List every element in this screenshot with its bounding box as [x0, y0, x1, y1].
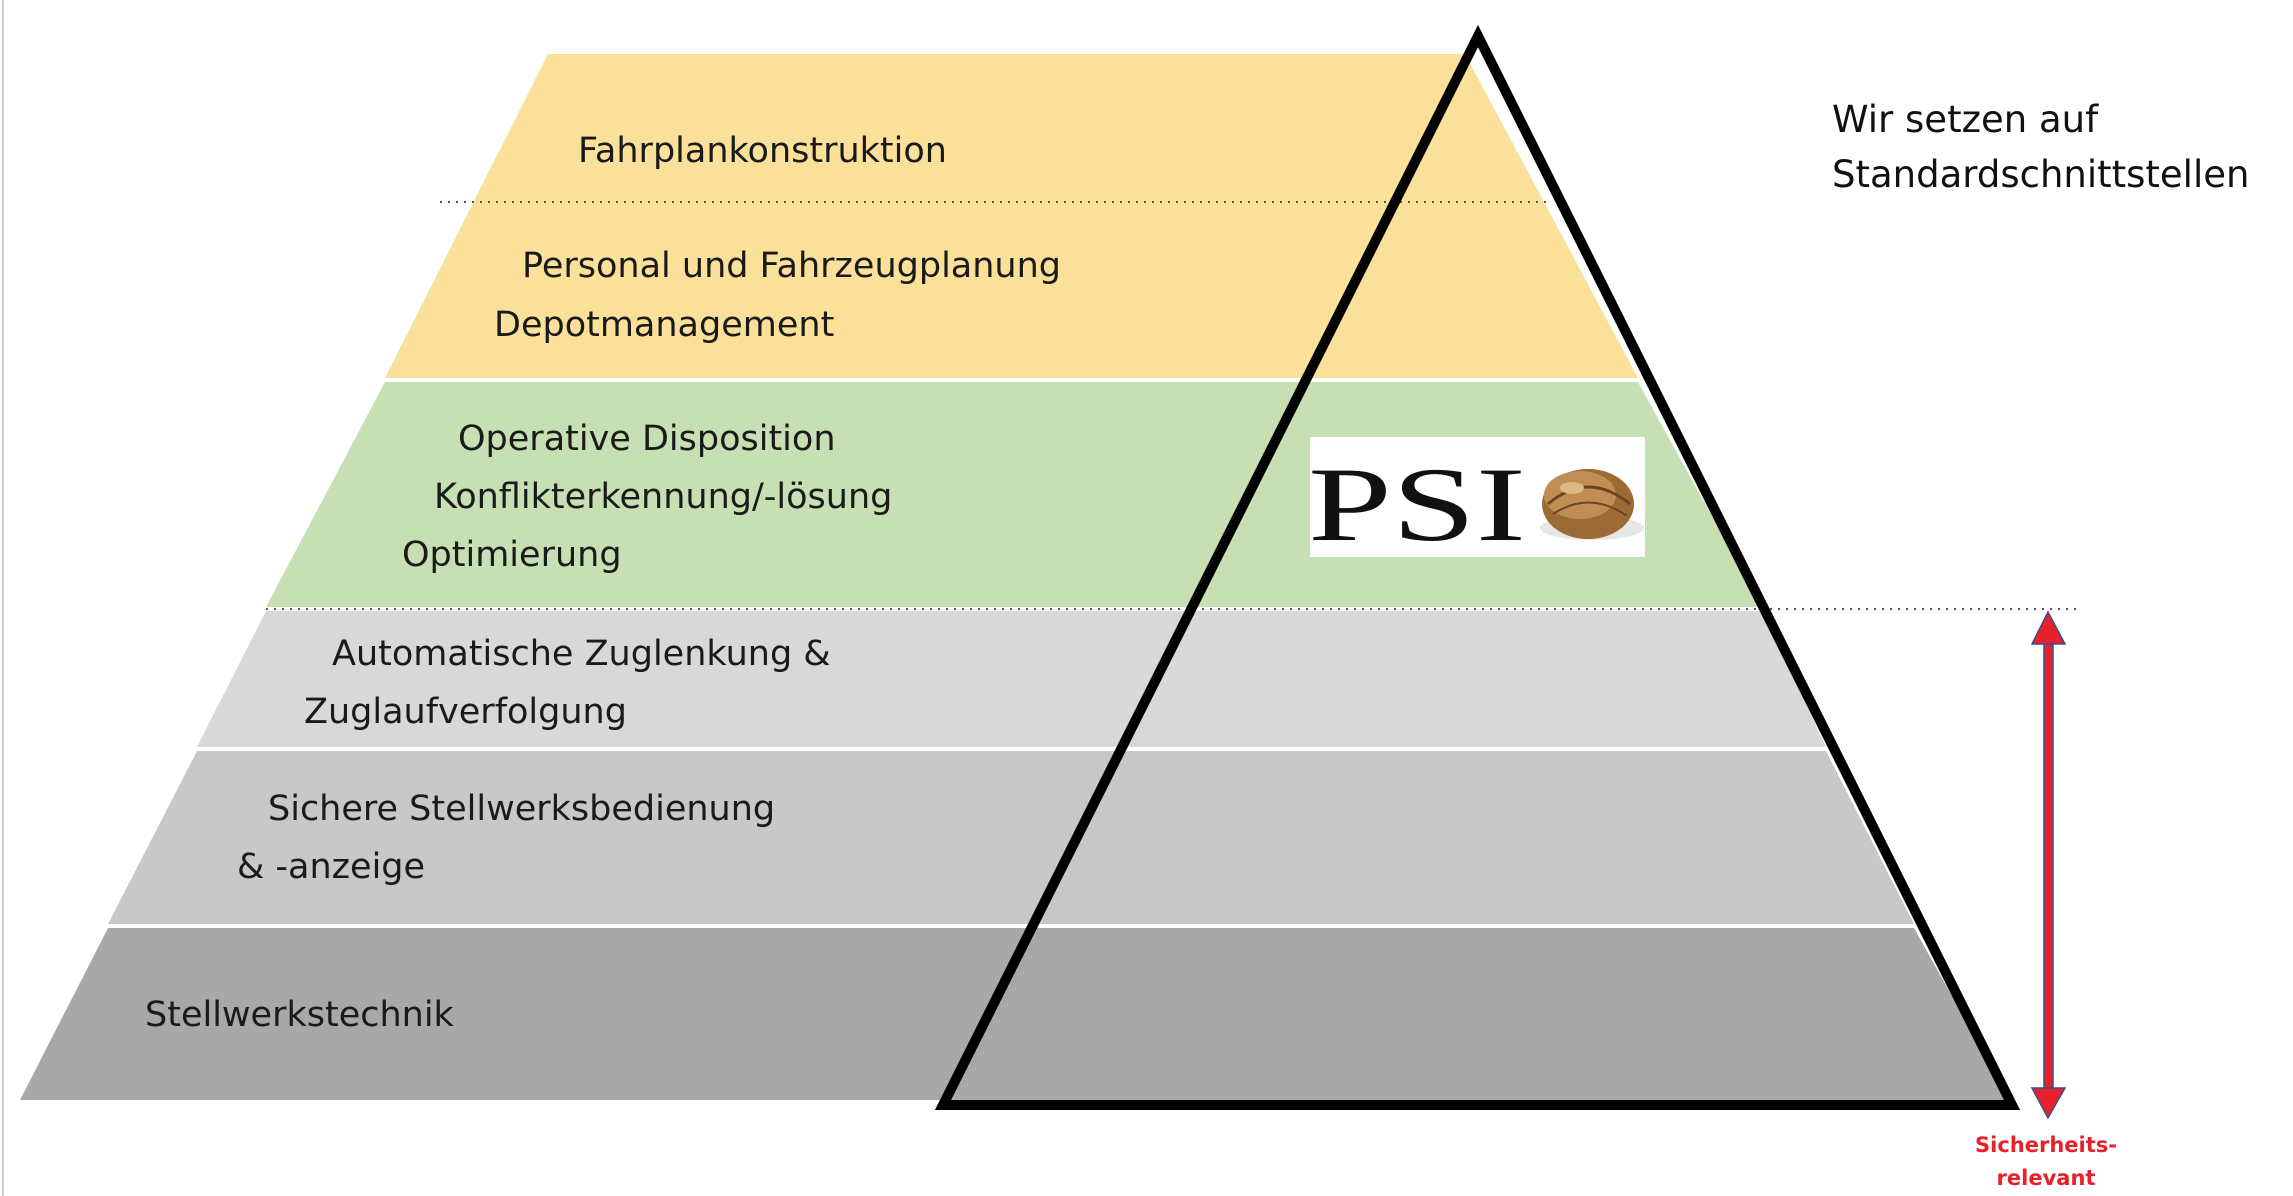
safety-double-arrow: [2030, 610, 2067, 1120]
safety-arrow-head-down: [2030, 1087, 2067, 1120]
psi-logo: PSI: [1308, 437, 1645, 563]
label-automatische-zuglenkung: Automatische Zuglenkung &: [332, 634, 831, 674]
side-note-line-1: Wir setzen auf: [1832, 98, 2099, 141]
layer-planning-band: [385, 54, 1638, 378]
label-personal-fahrzeugplanung: Personal und Fahrzeugplanung: [522, 246, 1061, 286]
psi-scope-triangle: [934, 24, 2021, 1110]
label-konflikterkennung: Konflikterkennung/-lösung: [434, 477, 892, 517]
safety-arrow-head-up: [2030, 610, 2067, 645]
safety-arrow-shaft: [2043, 639, 2054, 1099]
walnut-icon: [1540, 469, 1644, 540]
layer-stellwerkstechnik-band: [20, 928, 2010, 1100]
label-operative-disposition: Operative Disposition: [458, 419, 836, 459]
side-note-line-2: Standardschnittstellen: [1832, 153, 2249, 196]
label-stellwerkstechnik: Stellwerkstechnik: [145, 995, 455, 1035]
layer-labels: Fahrplankonstruktion Personal und Fahrze…: [145, 131, 1061, 1035]
label-optimierung: Optimierung: [402, 535, 622, 575]
label-fahrplankonstruktion: Fahrplankonstruktion: [578, 131, 947, 171]
label-sichere-stellwerksbedienung: Sichere Stellwerksbedienung: [268, 789, 775, 829]
label-depotmanagement: Depotmanagement: [494, 305, 834, 345]
layer-zuglenkung-band: [197, 611, 1826, 747]
psi-logo-text: PSI: [1308, 446, 1526, 563]
safety-label-line-1: Sicherheits-: [1975, 1133, 2117, 1157]
pyramid-layers: [20, 54, 2010, 1100]
safety-label-line-2: relevant: [1997, 1166, 2096, 1190]
label-zuglaufverfolgung: Zuglaufverfolgung: [304, 692, 627, 732]
label-anzeige: & -anzeige: [237, 847, 425, 887]
layer-stellwerk-bedienung-band: [108, 751, 1914, 924]
